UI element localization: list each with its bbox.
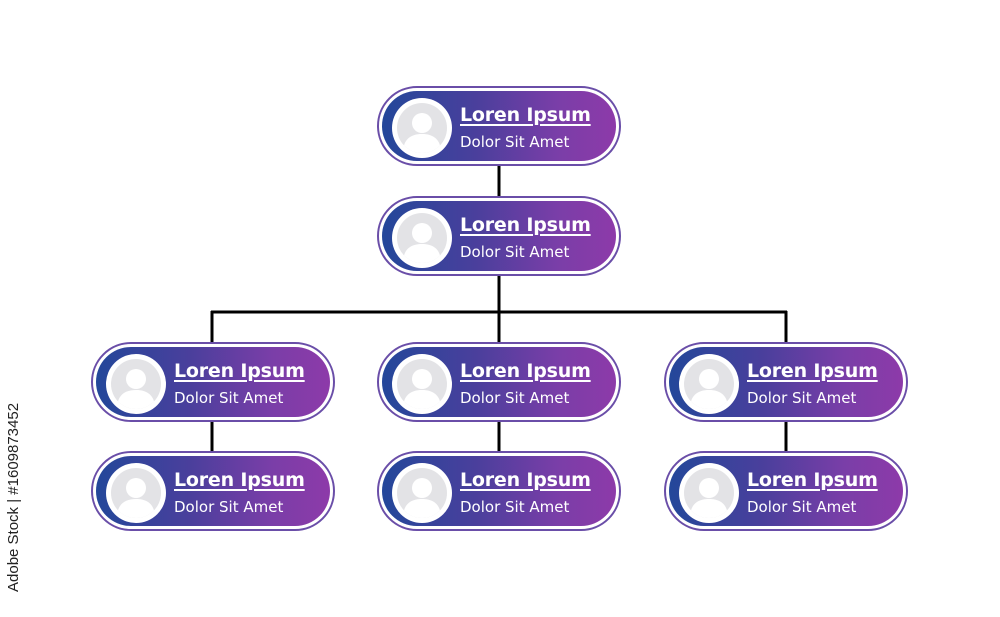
- node-subtitle: Dolor Sit Amet: [460, 498, 570, 516]
- node-subtitle: Dolor Sit Amet: [460, 389, 570, 407]
- org-node-center-1: Loren Ipsum Dolor Sit Amet: [377, 342, 621, 422]
- node-subtitle: Dolor Sit Amet: [174, 498, 284, 516]
- org-node-left-1: Loren Ipsum Dolor Sit Amet: [91, 342, 335, 422]
- node-title: Loren Ipsum: [747, 469, 878, 491]
- node-title: Loren Ipsum: [460, 104, 591, 126]
- node-subtitle: Dolor Sit Amet: [460, 243, 570, 261]
- org-node-left-2: Loren Ipsum Dolor Sit Amet: [91, 451, 335, 531]
- org-node-second: Loren Ipsum Dolor Sit Amet: [377, 196, 621, 276]
- person-avatar-icon: [392, 208, 452, 268]
- node-title: Loren Ipsum: [747, 360, 878, 382]
- node-title: Loren Ipsum: [174, 360, 305, 382]
- node-title: Loren Ipsum: [460, 214, 591, 236]
- org-node-center-2: Loren Ipsum Dolor Sit Amet: [377, 451, 621, 531]
- stock-watermark-text: Adobe Stock | #1609873452: [5, 402, 22, 592]
- node-title: Loren Ipsum: [460, 360, 591, 382]
- person-avatar-icon: [106, 354, 166, 414]
- node-subtitle: Dolor Sit Amet: [747, 498, 857, 516]
- node-title: Loren Ipsum: [460, 469, 591, 491]
- org-node-top: Loren Ipsum Dolor Sit Amet: [377, 86, 621, 166]
- person-avatar-icon: [392, 354, 452, 414]
- node-title: Loren Ipsum: [174, 469, 305, 491]
- person-avatar-icon: [679, 354, 739, 414]
- node-subtitle: Dolor Sit Amet: [747, 389, 857, 407]
- org-node-right-1: Loren Ipsum Dolor Sit Amet: [664, 342, 908, 422]
- person-avatar-icon: [106, 463, 166, 523]
- node-subtitle: Dolor Sit Amet: [174, 389, 284, 407]
- person-avatar-icon: [392, 98, 452, 158]
- stock-watermark: Adobe Stock | #1609873452: [5, 372, 29, 592]
- node-subtitle: Dolor Sit Amet: [460, 133, 570, 151]
- person-avatar-icon: [679, 463, 739, 523]
- person-avatar-icon: [392, 463, 452, 523]
- org-node-right-2: Loren Ipsum Dolor Sit Amet: [664, 451, 908, 531]
